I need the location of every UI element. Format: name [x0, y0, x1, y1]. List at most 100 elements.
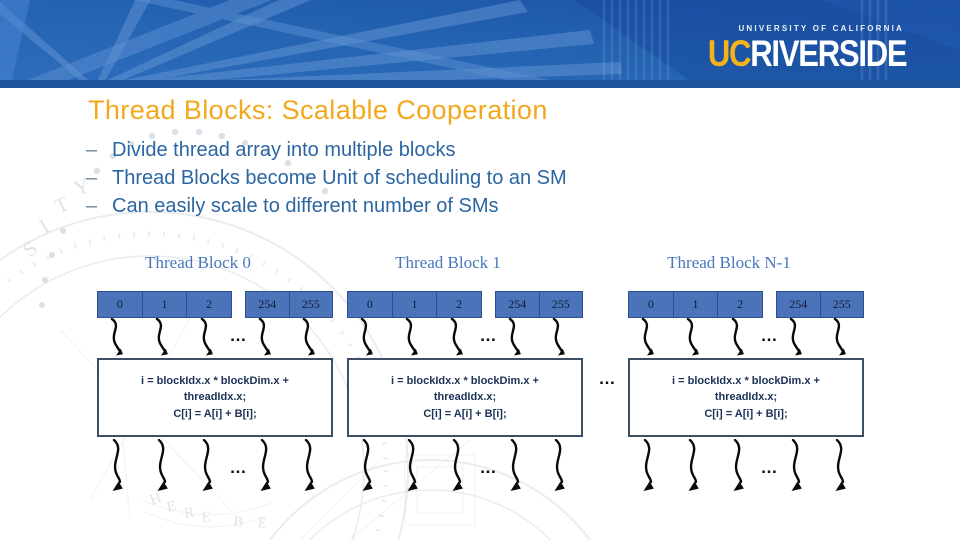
flow-arrow-icon — [358, 318, 380, 356]
svg-text:R: R — [183, 505, 195, 522]
slide-title: Thread Blocks: Scalable Cooperation — [88, 95, 548, 125]
thread-cell: 0 — [647, 297, 654, 311]
flow-arrow-icon — [300, 318, 322, 356]
thread-cells-left: 0 1 2 — [97, 291, 232, 318]
svg-text:B: B — [233, 514, 244, 531]
flow-arrow-icon — [153, 439, 175, 492]
flow-arrow-icon — [358, 439, 380, 492]
kernel-code-box: i = blockIdx.x * blockDim.x + threadIdx.… — [97, 358, 333, 437]
flow-arrow-icon — [448, 439, 470, 492]
thread-cell: 1 — [672, 292, 718, 317]
thread-cells-right: 254 255 — [245, 291, 333, 318]
flow-arrow-icon — [787, 439, 809, 492]
flow-arrow-icon — [831, 318, 853, 356]
thread-cell: 255 — [819, 292, 864, 317]
thread-block-title: Thread Block N-1 — [667, 253, 791, 272]
thread-cell: 1 — [391, 292, 437, 317]
flow-arrow-icon — [198, 318, 220, 356]
thread-cell: 1 — [141, 292, 187, 317]
ellipsis: … — [760, 326, 778, 345]
thread-cell: 2 — [186, 292, 231, 317]
thread-block-group-1: Thread Block 1 0 1 2 254 255 … i = block… — [347, 252, 583, 494]
thread-arrows-lower: … — [628, 439, 864, 493]
thread-cell: 0 — [116, 297, 123, 311]
bullet-item: – Divide thread array into multiple bloc… — [86, 139, 567, 167]
flow-arrow-icon — [403, 318, 425, 356]
bullet-dash: – — [86, 139, 98, 161]
logo-university-text: UNIVERSITY OF CALIFORNIA — [738, 24, 904, 33]
flow-arrow-icon — [403, 439, 425, 492]
svg-text:S: S — [18, 236, 42, 262]
thread-cell: 2 — [717, 292, 762, 317]
band-decoration — [0, 0, 960, 88]
ellipsis: … — [229, 458, 247, 477]
flow-arrow-icon — [729, 439, 751, 492]
thread-cell: 255 — [288, 292, 333, 317]
thread-cell-row: 0 1 2 254 255 — [97, 291, 333, 318]
svg-text:T: T — [50, 191, 72, 218]
thread-cell: 254 — [508, 297, 527, 311]
logo-riverside-text: RIVERSIDE — [749, 33, 907, 74]
thread-cell: 254 — [789, 297, 808, 311]
bullet-item: – Can easily scale to different number o… — [86, 195, 567, 223]
thread-cell: 255 — [538, 292, 583, 317]
svg-text:E: E — [256, 515, 267, 532]
flow-arrow-icon — [256, 439, 278, 492]
bullet-dash: – — [86, 167, 98, 189]
flow-arrow-icon — [639, 318, 661, 356]
svg-text:E: E — [165, 498, 178, 516]
flow-arrow-icon — [506, 439, 528, 492]
thread-arrows-upper: … — [347, 318, 583, 358]
thread-cell: 2 — [436, 292, 481, 317]
thread-cell: 0 — [366, 297, 373, 311]
thread-cell-row: 0 1 2 254 255 — [347, 291, 583, 318]
flow-arrow-icon — [506, 318, 528, 356]
bullet-list: – Divide thread array into multiple bloc… — [86, 139, 567, 223]
flow-arrow-icon — [108, 318, 130, 356]
flow-arrow-icon — [448, 318, 470, 356]
thread-cells-right: 254 255 — [776, 291, 864, 318]
flow-arrow-icon — [831, 439, 853, 492]
flow-arrow-icon — [550, 439, 572, 492]
flow-arrow-icon — [300, 439, 322, 492]
logo-wordmark: UCRIVERSIDE — [707, 33, 907, 74]
thread-cell-row: 0 1 2 254 255 — [628, 291, 864, 318]
flow-arrow-icon — [550, 318, 572, 356]
flow-arrow-icon — [108, 439, 130, 492]
ellipsis: … — [479, 326, 497, 345]
bullet-text: Thread Blocks become Unit of scheduling … — [112, 167, 567, 189]
bullet-dash: – — [86, 195, 98, 217]
header-band: UNIVERSITY OF CALIFORNIA UCRIVERSIDE — [0, 0, 960, 88]
thread-cells-right: 254 255 — [495, 291, 583, 318]
bullet-item: – Thread Blocks become Unit of schedulin… — [86, 167, 567, 195]
thread-cells-left: 0 1 2 — [628, 291, 763, 318]
thread-arrows-upper: … — [97, 318, 333, 358]
flow-arrow-icon — [684, 318, 706, 356]
thread-cell: 254 — [258, 297, 277, 311]
thread-block-title: Thread Block 1 — [395, 253, 501, 272]
thread-arrows-lower: … — [347, 439, 583, 493]
svg-text:E: E — [201, 509, 212, 526]
flow-arrow-icon — [787, 318, 809, 356]
ellipsis: … — [479, 458, 497, 477]
ellipsis: … — [760, 458, 778, 477]
flow-arrow-icon — [198, 439, 220, 492]
thread-cells-left: 0 1 2 — [347, 291, 482, 318]
kernel-code-box: i = blockIdx.x * blockDim.x + threadIdx.… — [628, 358, 864, 437]
thread-block-group-0: Thread Block 0 0 1 2 254 255 … i = block… — [97, 252, 333, 494]
bullet-text: Can easily scale to different number of … — [112, 195, 499, 217]
thread-block-group-n1: Thread Block N-1 0 1 2 254 255 … i = blo… — [628, 252, 864, 494]
between-blocks-ellipsis: … — [598, 369, 616, 388]
svg-text:I: I — [35, 214, 54, 238]
ucr-logo: UNIVERSITY OF CALIFORNIA UCRIVERSIDE — [670, 24, 907, 74]
flow-arrow-icon — [684, 439, 706, 492]
thread-arrows-upper: … — [628, 318, 864, 358]
ellipsis: … — [229, 326, 247, 345]
logo-uc-text: UC — [707, 33, 751, 74]
flow-arrow-icon — [729, 318, 751, 356]
flow-arrow-icon — [256, 318, 278, 356]
flow-arrow-icon — [639, 439, 661, 492]
kernel-code-box: i = blockIdx.x * blockDim.x + threadIdx.… — [347, 358, 583, 437]
flow-arrow-icon — [153, 318, 175, 356]
